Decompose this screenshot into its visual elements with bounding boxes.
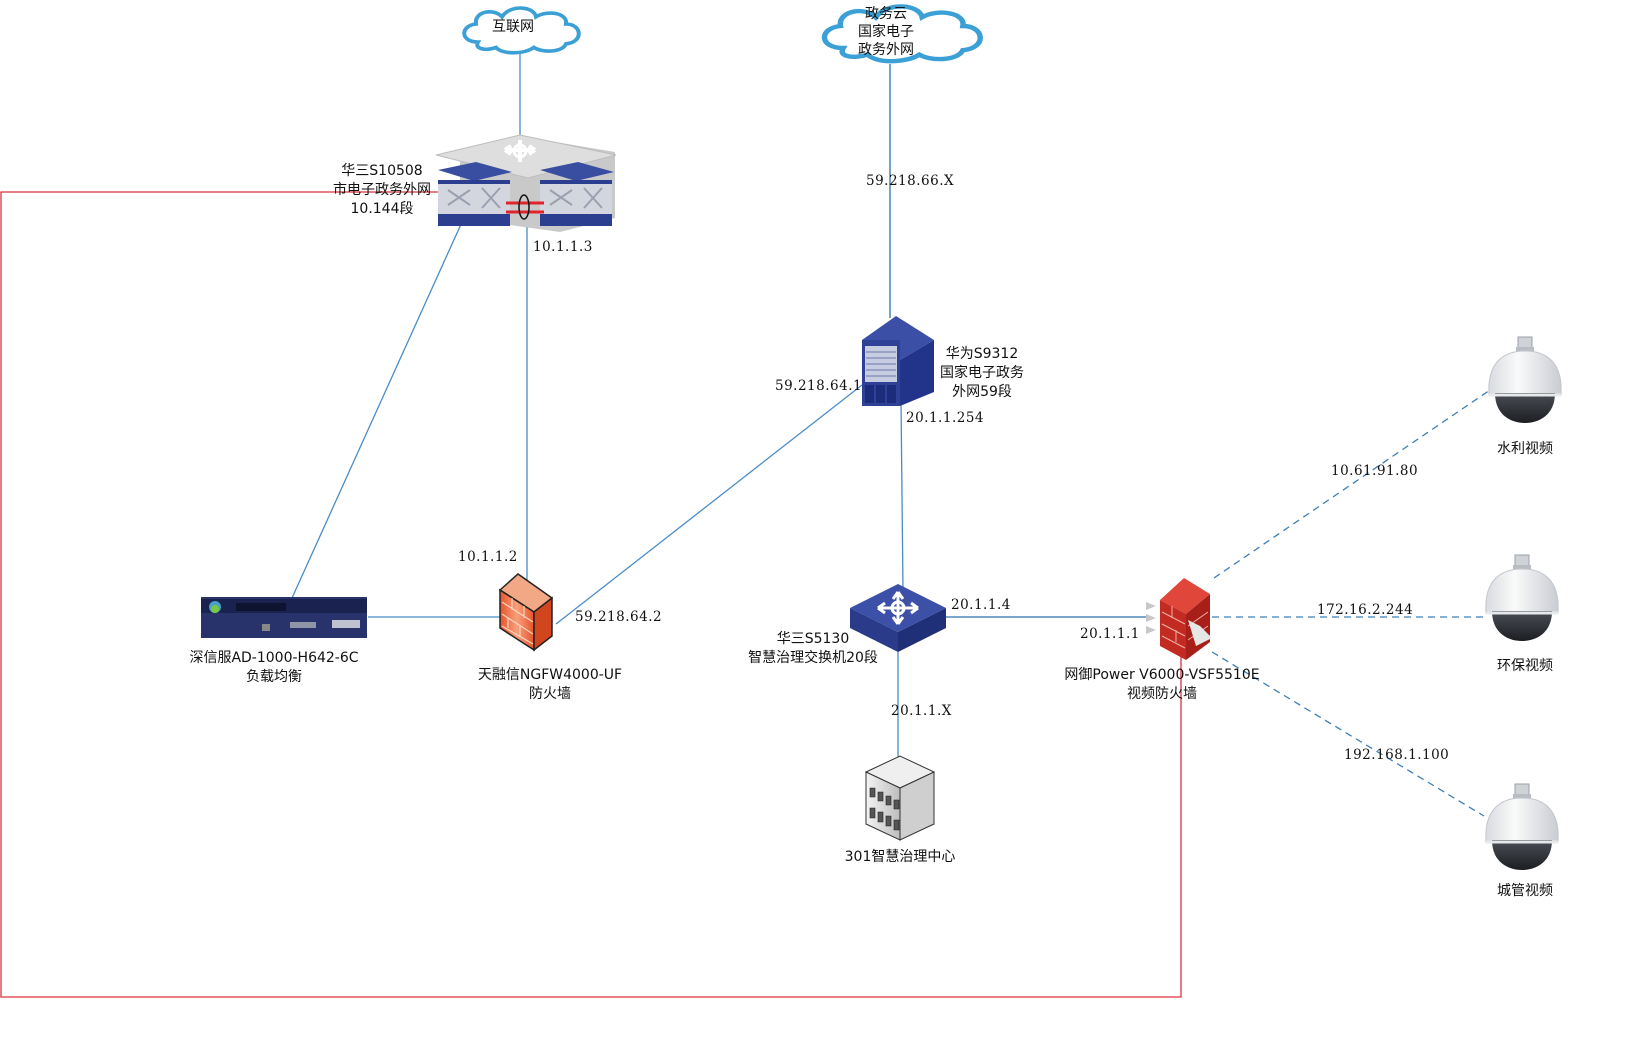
access-switch-label: 华三S5130 智慧治理交换机20段 [740, 630, 886, 668]
gov-cloud-label-line: 政务云 [865, 6, 907, 22]
ngfw-label-line: 天融信NGFW4000-UF [477, 667, 623, 683]
ip-label: 172.16.2.244 [1317, 602, 1414, 618]
load-balancer-label-line: 深信服AD-1000-H642-6C [189, 650, 359, 666]
ip-label: 20.1.1.4 [951, 597, 1011, 613]
core-switch-label: 华三S10508 市电子政务外网 10.144段 [326, 162, 438, 219]
ip-label: 192.168.1.100 [1344, 747, 1450, 763]
load-balancer-label: 深信服AD-1000-H642-6C 负载均衡 [186, 649, 362, 687]
video-firewall-label-line: 视频防火墙 [1127, 686, 1197, 702]
core-switch-label-line: 市电子政务外网 [333, 182, 431, 198]
access-switch-label-line: 华三S5130 [776, 631, 850, 647]
ip-label: 10.1.1.3 [533, 239, 593, 255]
link-ngfw-huawei [555, 384, 863, 625]
center-label: 301智慧治理中心 [844, 849, 956, 865]
core-switch-label-line: 华三S10508 [341, 163, 423, 179]
ip-label: 20.1.1.1 [1080, 626, 1140, 642]
huawei-switch-label-line: 国家电子政务 [940, 365, 1024, 381]
link-huawei-access [900, 399, 904, 591]
ip-label: 59.218.64.1 [775, 378, 863, 394]
dome-camera-icon [1484, 782, 1560, 872]
red-link-core-to-video-firewall [0, 191, 1182, 998]
access-switch-label-line: 智慧治理交换机20段 [748, 650, 878, 666]
ip-label: 20.1.1.254 [906, 410, 984, 426]
camera-env-label: 环保视频 [1497, 658, 1553, 674]
rack-appliance-icon [201, 597, 367, 638]
camera-water-label: 水利视频 [1497, 441, 1553, 457]
switch-icon [850, 584, 946, 652]
gov-cloud-label-line: 政务外网 [858, 42, 914, 58]
core-switch-label-line: 10.144段 [350, 201, 414, 217]
huawei-switch-label-line: 华为S9312 [945, 346, 1019, 362]
stacked-core-switch-icon [435, 134, 617, 232]
building-icon [864, 755, 936, 841]
huawei-switch-label-line: 外网59段 [952, 384, 1012, 400]
dashed-link-city [1211, 651, 1485, 817]
gov-cloud-label: 政务云 国家电子 政务外网 [858, 5, 914, 59]
huawei-switch-label: 华为S9312 国家电子政务 外网59段 [934, 345, 1030, 402]
firewall-icon [498, 573, 554, 652]
video-firewall-label: 网御Power V6000-VSF5510E 视频防火墙 [1064, 666, 1260, 704]
link-core-loadbalancer [291, 221, 463, 599]
ip-label: 20.1.1.X [891, 703, 952, 719]
load-balancer-label-line: 负载均衡 [246, 669, 302, 685]
gov-cloud-label-line: 国家电子 [858, 24, 914, 40]
ip-label: 59.218.64.2 [575, 609, 663, 625]
dome-camera-icon [1487, 335, 1563, 425]
video-firewall-label-line: 网御Power V6000-VSF5510E [1064, 667, 1260, 683]
chassis-switch-icon [862, 316, 934, 406]
ngfw-label: 天融信NGFW4000-UF 防火墙 [476, 666, 624, 704]
camera-city-label: 城管视频 [1497, 883, 1553, 899]
ip-label: 59.218.66.X [866, 173, 955, 189]
firewall-icon [1146, 578, 1212, 660]
ip-label: 10.1.1.2 [458, 549, 518, 565]
ip-label: 10.61.91.80 [1331, 463, 1419, 479]
dome-camera-icon [1484, 553, 1560, 643]
internet-cloud-label: 互联网 [492, 19, 534, 35]
ngfw-label-line: 防火墙 [529, 686, 571, 702]
dashed-link-water [1213, 389, 1491, 579]
